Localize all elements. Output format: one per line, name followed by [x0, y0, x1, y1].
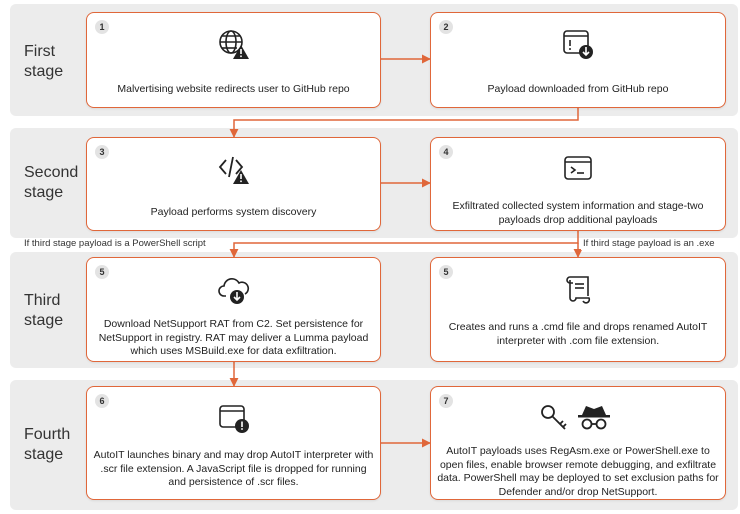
branch-note-powershell: If third stage payload is a PowerShell s… — [22, 238, 208, 250]
step-text: AutoIT launches binary and may drop Auto… — [93, 449, 374, 488]
step-text: Payload performs system discovery — [150, 206, 317, 218]
download-window-icon — [561, 27, 595, 66]
step-text: Malvertising website redirects user to G… — [117, 83, 350, 95]
step-card-5-powershell: 5 Download NetSupport RAT from C2. Set p… — [86, 257, 381, 362]
step-card-7: 7 AutoIT payloads uses RegAsm.exe or Pow… — [430, 386, 726, 500]
script-icon — [561, 272, 595, 311]
step-card-5-exe: 5 Creates and runs a .cmd file and drops… — [430, 257, 726, 362]
stage-label-third: Third stage — [24, 292, 64, 329]
step-card-1: 1 Malvertising website redirects user to… — [86, 12, 381, 108]
code-warning-icon — [217, 152, 251, 191]
stage-label-first: First stage — [24, 43, 64, 80]
window-alert-icon — [217, 401, 251, 440]
key-spy-icon — [538, 401, 618, 440]
step-text: Download NetSupport RAT from C2. Set per… — [98, 318, 369, 357]
step-text: Payload downloaded from GitHub repo — [487, 83, 669, 95]
step-number: 1 — [95, 20, 109, 34]
step-number: 5 — [439, 265, 453, 279]
step-card-3: 3 Payload performs system discovery — [86, 137, 381, 231]
terminal-icon — [561, 152, 595, 191]
stage-label-second: Second stage — [24, 164, 79, 201]
step-text: Creates and runs a .cmd file and drops r… — [448, 321, 708, 347]
step-number: 3 — [95, 145, 109, 159]
step-number: 4 — [439, 145, 453, 159]
step-card-4: 4 Exfiltrated collected system informati… — [430, 137, 726, 231]
step-text: AutoIT payloads uses RegAsm.exe or Power… — [437, 445, 719, 498]
stage-label-fourth: Fourth stage — [24, 426, 71, 463]
globe-warning-icon — [217, 27, 251, 66]
step-card-6: 6 AutoIT launches binary and may drop Au… — [86, 386, 381, 500]
step-text: Exfiltrated collected system information… — [452, 200, 704, 226]
cloud-download-icon — [217, 272, 251, 311]
step-number: 5 — [95, 265, 109, 279]
step-number: 6 — [95, 394, 109, 408]
step-number: 2 — [439, 20, 453, 34]
step-number: 7 — [439, 394, 453, 408]
step-card-2: 2 Payload downloaded from GitHub repo — [430, 12, 726, 108]
branch-note-exe: If third stage payload is an .exe — [581, 238, 717, 250]
